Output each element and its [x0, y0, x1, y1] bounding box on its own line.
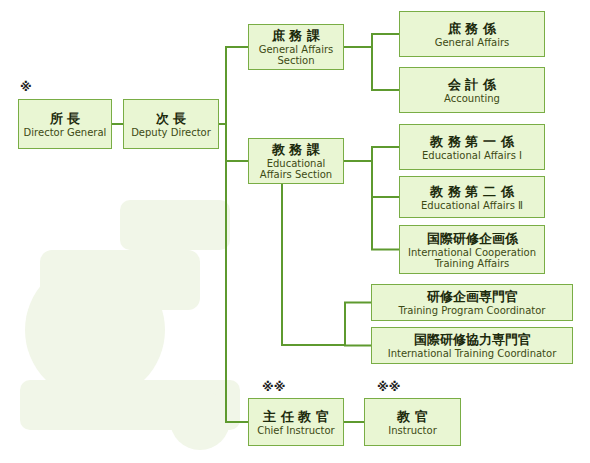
unit-name: 会 計 係: [448, 77, 496, 93]
unit-name: 庶 務 係: [448, 21, 496, 37]
org-box: 庶 務 係General Affairs: [399, 11, 545, 57]
watermark-illustration: [20, 200, 240, 450]
unit-name-english: Chief Instructor: [257, 425, 334, 436]
org-box: 教 官Instructor: [364, 398, 461, 446]
watermark-shape: [120, 200, 230, 250]
note-mark: ※: [20, 80, 32, 94]
unit-name: 庶 務 課: [272, 28, 320, 44]
unit-name-english: General Affairs: [435, 37, 510, 48]
unit-name: 教 務 第 一 係: [430, 134, 513, 150]
org-box: 研修企画専門官Training Program Coordinator: [371, 284, 573, 321]
org-connector: [219, 47, 248, 124]
unit-name: 主 任 教 官: [263, 409, 329, 425]
org-box: 庶 務 課General Affairs Section: [248, 24, 344, 70]
note-mark: ※※: [377, 380, 400, 394]
org-connector: [219, 124, 248, 161]
unit-name: 所 長: [50, 111, 81, 127]
unit-name-english: Educational Affairs Ⅱ: [421, 200, 523, 211]
org-box: 国際研修企画係International Cooperation Trainin…: [399, 225, 545, 274]
org-box: 次 長Deputy Director: [123, 99, 219, 149]
unit-name: 次 長: [156, 111, 187, 127]
org-connector: [344, 47, 399, 90]
unit-name: 国際研修企画係: [427, 231, 518, 247]
unit-name-english: Educational Affairs Section: [253, 158, 339, 180]
unit-name: 国際研修協力専門官: [414, 332, 531, 348]
unit-name-english: Accounting: [444, 93, 500, 104]
unit-name-english: International Training Coordinator: [388, 348, 557, 359]
unit-name: 教 務 第 二 係: [430, 184, 513, 200]
unit-name-english: Director General: [24, 127, 107, 138]
org-box: 所 長Director General: [18, 99, 112, 149]
unit-name: 教 務 課: [272, 142, 320, 158]
org-connector: [282, 184, 371, 345]
unit-name-english: Training Program Coordinator: [399, 305, 546, 316]
unit-name-english: General Affairs Section: [253, 44, 339, 66]
org-connector: [344, 161, 399, 250]
unit-name-english: International Cooperation Training Affai…: [404, 247, 540, 269]
unit-name: 教 官: [397, 409, 428, 425]
org-box: 教 務 第 一 係Educational Affairs Ⅰ: [399, 124, 545, 170]
unit-name: 研修企画専門官: [427, 289, 518, 305]
org-connector: [344, 34, 399, 47]
org-connector: [344, 147, 399, 161]
unit-name-english: Instructor: [388, 425, 437, 436]
org-box: 会 計 係Accounting: [399, 67, 545, 113]
watermark-shape: [40, 250, 200, 310]
note-mark: ※※: [262, 380, 285, 394]
org-connector: [112, 123, 123, 125]
org-box: 教 務 第 二 係Educational Affairs Ⅱ: [399, 176, 545, 218]
unit-name-english: Deputy Director: [131, 127, 211, 138]
org-box: 国際研修協力専門官International Training Coordina…: [371, 327, 573, 364]
watermark-shape: [170, 390, 230, 450]
org-connector: [344, 421, 364, 423]
org-box: 主 任 教 官Chief Instructor: [248, 398, 344, 446]
org-box: 教 務 課Educational Affairs Section: [248, 138, 344, 184]
org-connector: [282, 184, 371, 346]
unit-name-english: Educational Affairs Ⅰ: [422, 150, 522, 161]
org-connector: [219, 124, 248, 422]
